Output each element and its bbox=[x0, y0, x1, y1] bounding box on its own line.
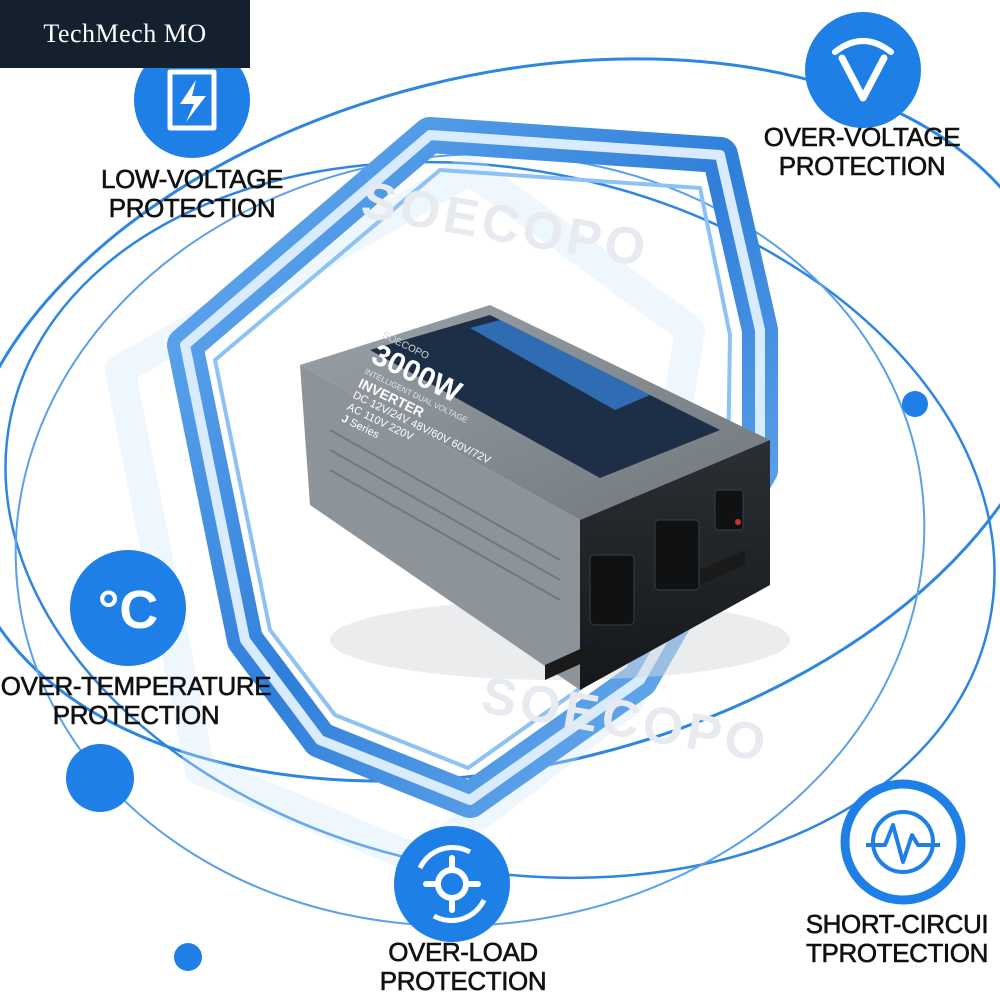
inverter-device bbox=[300, 305, 790, 690]
svg-text:°C: °C bbox=[98, 580, 159, 640]
chevron-v-icon bbox=[805, 12, 921, 128]
feature-over-voltage-label: OVER-VOLTAGE PROTECTION bbox=[763, 122, 961, 181]
pulse-wave-icon bbox=[840, 779, 966, 905]
gear-cycle-icon bbox=[394, 826, 510, 942]
store-badge: TechMech MO bbox=[0, 0, 250, 68]
feature-over-temperature-label: OVER-TEMPERATURE PROTECTION bbox=[0, 671, 272, 730]
feature-short-circuit-label: SHORT-CIRCUI TPROTECTION bbox=[805, 909, 989, 968]
feature-over-load-label: OVER-LOAD PROTECTION bbox=[379, 937, 547, 996]
orbit-dots bbox=[66, 391, 928, 971]
celsius-icon: °C bbox=[70, 550, 186, 666]
lightning-bolt-icon bbox=[134, 42, 250, 158]
feature-low-voltage-label: LOW-VOLTAGE PROTECTION bbox=[101, 164, 284, 223]
